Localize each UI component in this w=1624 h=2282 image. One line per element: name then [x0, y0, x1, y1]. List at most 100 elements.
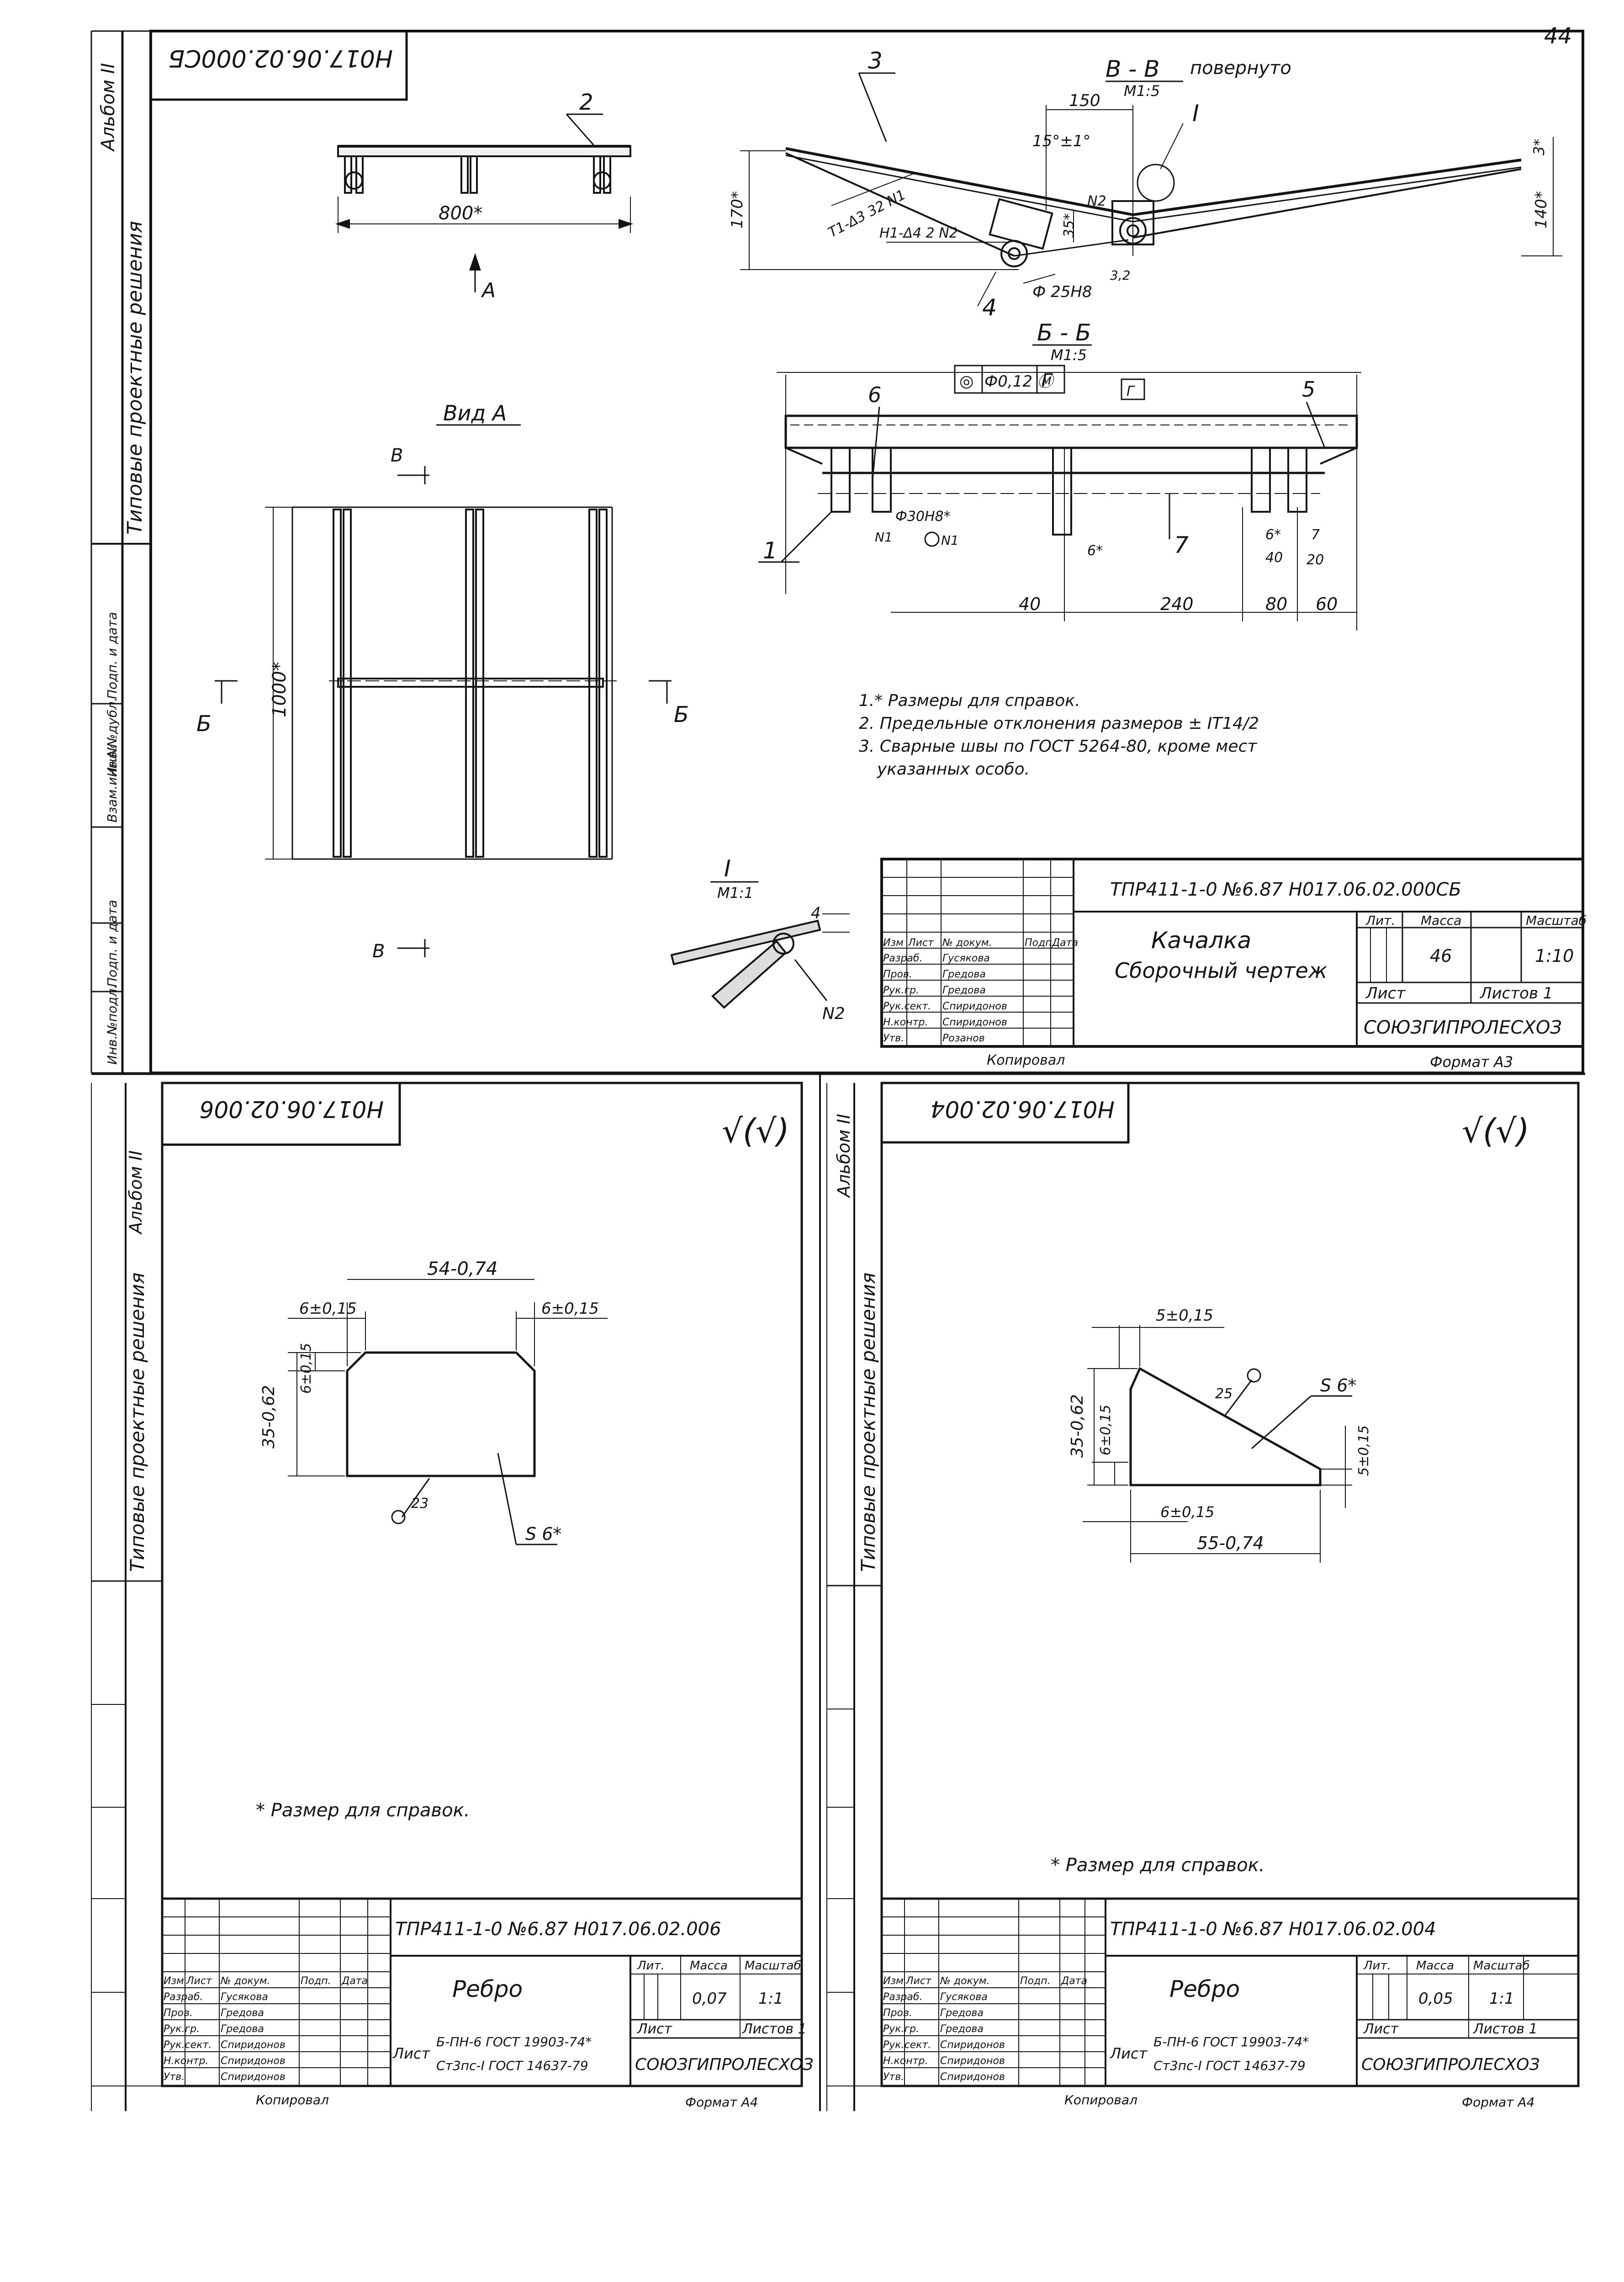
section-BB-tol-datum: Г [1042, 370, 1053, 391]
right-tb-rows: Изм Лист № докум. Подп. Дата Разраб. Гус… [883, 1975, 1087, 2083]
right-tb-row6-c0: Утв. [883, 2071, 904, 2083]
section-BB-dim-40: 40 [1019, 594, 1041, 614]
left-code-stamp: Н017.06.02.006 [200, 1096, 384, 1122]
left-copied: Копировал [256, 2092, 329, 2107]
top-tb-row6-c0: Утв. [883, 1033, 904, 1044]
right-tb-name: Ребро [1169, 1976, 1240, 2002]
section-BB-dim-20: 20 [1307, 552, 1324, 568]
left-dim-height: 35-0,62 [259, 1385, 278, 1449]
left-tb-col-mass: Масса [690, 1959, 728, 1973]
top-tb-row2-c0: Пров. [883, 969, 912, 980]
top-tb-row5-c1: Спиридонов [942, 1017, 1007, 1028]
right-note: * Размер для справок. [1051, 1855, 1264, 1876]
detail-I-scale: М1:1 [717, 884, 753, 902]
left-tb-row5-c0: Н.контр. [164, 2055, 208, 2067]
left-dim-pos: 23 [411, 1496, 428, 1512]
top-tb-org: СОЮЗГИПРОЛЕСХОЗ [1364, 1017, 1562, 1038]
right-tb-row3-c0: Рук.гр. [883, 2023, 919, 2035]
right-tb-row6-c1: Спиридонов [940, 2071, 1005, 2083]
right-part-drawing [1083, 1325, 1352, 1563]
note-3: 3. Сварные швы по ГОСТ 5264-80, кроме ме… [859, 737, 1257, 756]
right-dim-width: 55-0,74 [1197, 1533, 1264, 1553]
right-format: Формат А4 [1462, 2095, 1534, 2110]
right-dim-height: 35-0,62 [1068, 1394, 1087, 1458]
right-tb-row0-c1: Лист [905, 1975, 932, 1987]
right-tb-designation: ТПР411-1-0 №6.87 Н017.06.02.004 [1110, 1919, 1436, 1940]
right-tb-row5-c1: Спиридонов [940, 2055, 1005, 2067]
top-tb-row5-c0: Н.контр. [883, 1017, 928, 1028]
left-tb-material-bottom: Ст3пс-I ГОСТ 14637-79 [436, 2058, 588, 2073]
right-tb-col-mass: Масса [1416, 1959, 1454, 1973]
section-VV-angle: 15°±1° [1032, 132, 1090, 150]
left-tb-scale: 1:1 [758, 1990, 783, 2008]
right-dim-top: 5±0,15 [1156, 1306, 1213, 1325]
detail-I-title: I [724, 855, 731, 882]
top-tb-col-mass: Масса [1421, 913, 1461, 928]
left-dim-width: 54-0,74 [427, 1258, 497, 1279]
left-tb-row2-c0: Пров. [164, 2007, 193, 2019]
right-dim-left-small: 6±0,15 [1098, 1405, 1114, 1455]
top-tb-mass: 46 [1430, 946, 1452, 966]
right-tb-row4-c0: Рук.сект. [883, 2039, 931, 2051]
left-tb-sheet: Лист [637, 2021, 673, 2037]
detail-I-dim-4: 4 [811, 904, 821, 923]
top-tb-col-lit: Лит. [1365, 913, 1395, 928]
top-code-stamp: Н017.06.02.000СБ [168, 44, 393, 72]
left-tb-row4-c1: Спиридонов [221, 2039, 286, 2051]
right-tb-row0-c2: № докум. [940, 1975, 989, 1987]
section-BB-dim-6b: 6* [1265, 527, 1281, 543]
top-tb-sheets: Листов 1 [1479, 984, 1553, 1003]
callout-2: 2 [579, 90, 593, 115]
right-tb-mass: 0,05 [1418, 1990, 1453, 2008]
rocker-front-view [335, 113, 634, 292]
right-tb-row1-c0: Разраб. [883, 1991, 922, 2003]
dim-800: 800* [439, 203, 482, 224]
left-tb-row5-c1: Спиридонов [221, 2055, 286, 2067]
note-1: 1.* Размеры для справок. [859, 691, 1080, 710]
section-BB-weld-n1a: N1 [875, 530, 893, 545]
top-side-cell-4: Инв.№подл. [105, 985, 120, 1065]
section-BB-dim-40b: 40 [1265, 550, 1283, 566]
left-tb-row4-c0: Рук.сект. [164, 2039, 212, 2051]
section-BB-dim-240: 240 [1160, 594, 1194, 614]
left-tb-row0-c4: Дата [341, 1975, 368, 1987]
left-tb-row0-c0: Изм [164, 1975, 184, 1987]
left-tb-material-prefix: Лист [392, 2045, 430, 2062]
right-title-block [880, 1897, 1580, 2087]
left-tb-row2-c1: Гредова [221, 2007, 264, 2019]
left-tb-name: Ребро [452, 1976, 523, 2002]
top-title-block [880, 858, 1584, 1048]
section-BB-dim-60: 60 [1316, 594, 1338, 614]
page-number: 44 [1544, 23, 1572, 49]
right-tb-row4-c1: Спиридонов [940, 2039, 1005, 2051]
top-tb-designation: ТПР411-1-0 №6.87 Н017.06.02.000СБ [1110, 879, 1461, 900]
left-album-label: Альбом II [126, 1150, 146, 1235]
top-tb-col-scale: Масштаб [1526, 913, 1587, 928]
right-copied: Копировал [1064, 2092, 1137, 2107]
top-side-cell-1: Взам.инв.№ [105, 744, 120, 823]
left-dim-thickness: S 6* [525, 1524, 561, 1544]
section-BB-callout-1: 1 [763, 537, 778, 564]
left-tb-row3-c0: Рук.гр. [164, 2023, 200, 2035]
left-tb-designation: ТПР411-1-0 №6.87 Н017.06.02.006 [395, 1919, 721, 1940]
top-tb-name: Качалка [1151, 927, 1251, 954]
section-BB-dim-7: 7 [1311, 527, 1320, 543]
section-VV-dim-35: 35* [1061, 213, 1077, 238]
section-VV-n2: N2 [1087, 193, 1106, 209]
section-BB-callout-5: 5 [1302, 377, 1315, 402]
right-code-stamp: Н017.06.02.004 [931, 1096, 1115, 1122]
top-tb-row3-c0: Рук.гр. [883, 985, 919, 996]
top-album-label: Альбом II [98, 63, 119, 152]
left-tb-row0-c3: Подп. [301, 1975, 331, 1987]
right-album-label: Альбом II [834, 1114, 854, 1199]
left-part-drawing [288, 1279, 608, 1545]
section-VV-callout-3: 3 [868, 48, 883, 74]
detail-I-drawing [670, 881, 850, 1009]
left-tb-row0-c2: № докум. [220, 1975, 270, 1987]
left-dim-chamfer-vert: 6±0,15 [298, 1343, 314, 1394]
section-BB-scale: М1:5 [1051, 346, 1087, 364]
top-tb-row0-c2: № докум. [942, 937, 992, 949]
section-VV-bore: Ф 25Н8 [1032, 283, 1092, 301]
view-A-title: Вид А [443, 401, 507, 425]
